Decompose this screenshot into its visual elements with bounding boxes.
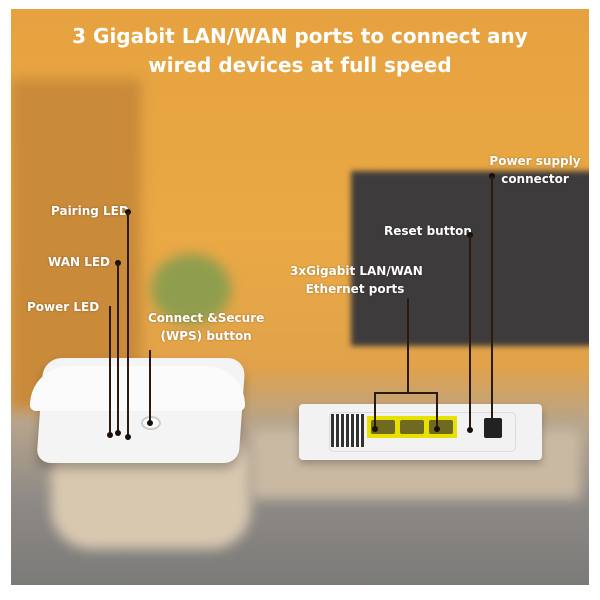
- headline: 3 Gigabit LAN/WAN ports to connect any w…: [0, 22, 600, 80]
- wps-label-line-1: Connect &Secure: [148, 311, 265, 325]
- port-panel: [329, 412, 516, 452]
- plant: [151, 254, 231, 324]
- power-connector-label: Power supply connector: [480, 152, 590, 188]
- reset-button-label: Reset button: [384, 224, 472, 238]
- pointer-dot: [467, 427, 473, 433]
- pointer-line: [469, 235, 471, 430]
- pointer-dot: [115, 430, 121, 436]
- pointer-line: [407, 298, 409, 393]
- wan-led-label: WAN LED: [48, 255, 111, 269]
- ports-label-line-2: Ethernet ports: [305, 282, 405, 296]
- pointer-dot: [372, 426, 378, 432]
- pointer-line: [436, 392, 438, 428]
- wps-label-line-2: (WPS) button: [160, 329, 252, 343]
- ethernet-ports-label: 3xGigabit LAN/WAN Ethernet ports: [290, 262, 423, 298]
- pointer-dot: [125, 434, 131, 440]
- pointer-line: [491, 176, 493, 420]
- pointer-dot: [147, 420, 153, 426]
- ethernet-ports: [367, 416, 457, 438]
- pointer-line: [117, 263, 119, 433]
- mesh-unit-top: [30, 366, 245, 411]
- pointer-dot: [434, 426, 440, 432]
- power-jack: [484, 418, 502, 438]
- headline-line-1: 3 Gigabit LAN/WAN ports to connect any: [72, 24, 528, 48]
- power-label-line-2: connector: [501, 172, 569, 186]
- door-frame: [11, 79, 141, 409]
- qr-code: [331, 414, 364, 447]
- pairing-led-label: Pairing LED: [51, 204, 129, 218]
- pointer-line: [374, 392, 376, 428]
- ports-label-line-1: 3xGigabit LAN/WAN: [290, 264, 423, 278]
- pointer-line: [109, 306, 111, 434]
- ethernet-port: [400, 420, 424, 434]
- pointer-line: [127, 212, 129, 437]
- pointer-dot: [107, 432, 113, 438]
- power-label-line-1: Power supply: [489, 154, 581, 168]
- power-led-label: Power LED: [27, 300, 100, 314]
- pointer-line: [149, 350, 151, 422]
- ethernet-port: [429, 420, 453, 434]
- wps-label: Connect &Secure (WPS) button: [148, 309, 264, 345]
- headline-line-2: wired devices at full speed: [148, 53, 452, 77]
- pointer-line: [374, 392, 438, 394]
